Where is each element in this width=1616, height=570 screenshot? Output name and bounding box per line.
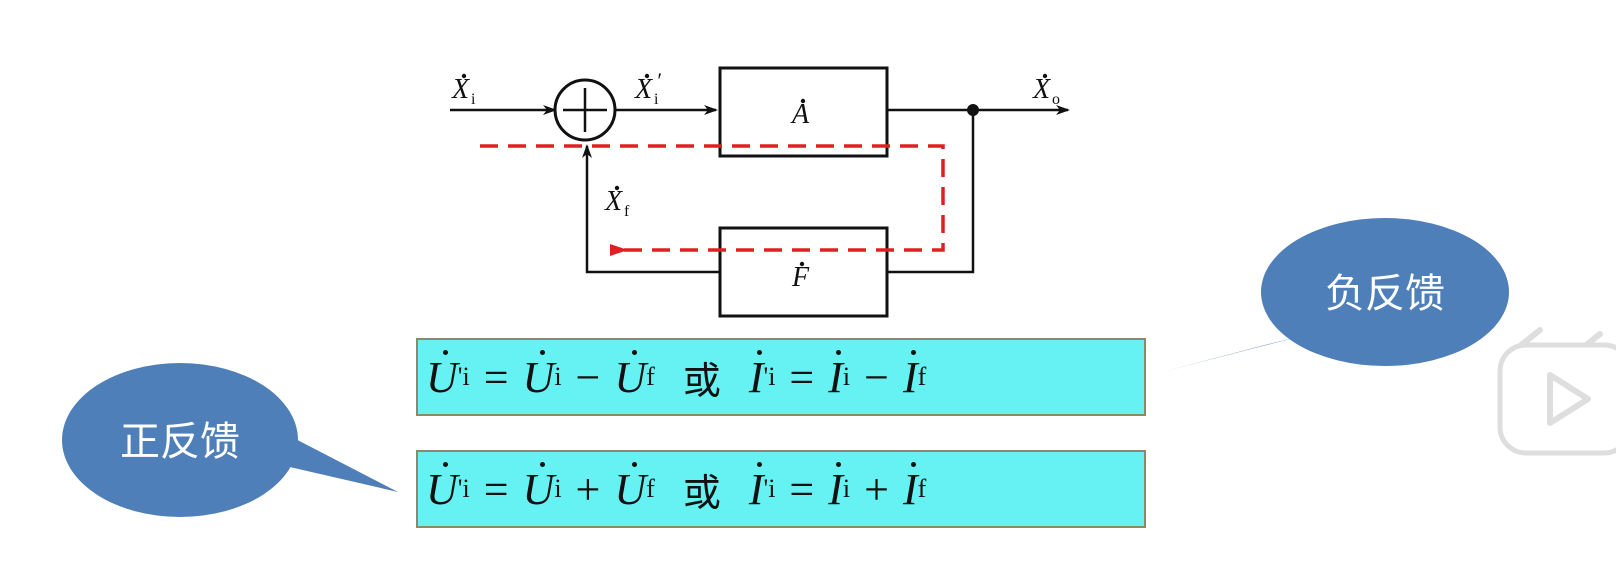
feedback-line [887, 110, 975, 274]
video-play-control[interactable] [1497, 327, 1616, 456]
label-a-block: A [790, 98, 810, 130]
svg-text:′: ′ [656, 68, 662, 93]
label-xi: X i [451, 73, 476, 108]
play-icon[interactable] [1547, 372, 1591, 426]
label-f-block: F [791, 261, 810, 293]
negative-feedback-bubble: 负反馈 [1162, 218, 1509, 372]
svg-text:X: X [634, 74, 653, 105]
svg-text:X: X [604, 186, 623, 217]
svg-text:o: o [1052, 91, 1060, 108]
svg-text:A: A [790, 99, 810, 130]
feedback-path-dashed [480, 144, 945, 256]
label-xo: X o [1032, 73, 1060, 108]
svg-text:i: i [654, 91, 659, 108]
negative-feedback-label: 负反馈 [1325, 271, 1445, 317]
summing-junction [553, 78, 617, 142]
positive-feedback-label: 正反馈 [120, 419, 240, 465]
svg-text:f: f [624, 203, 630, 220]
positive-feedback-bubble: 正反馈 [62, 363, 398, 517]
feedback-return-line [582, 144, 720, 274]
svg-text:X: X [451, 74, 470, 105]
amplifier-block [718, 66, 889, 158]
label-xf: X f [604, 185, 630, 220]
svg-text:F: F [791, 262, 810, 293]
svg-text:i: i [471, 91, 476, 108]
label-xi-prime: X i ′ [634, 68, 662, 108]
svg-text:X: X [1032, 74, 1051, 105]
